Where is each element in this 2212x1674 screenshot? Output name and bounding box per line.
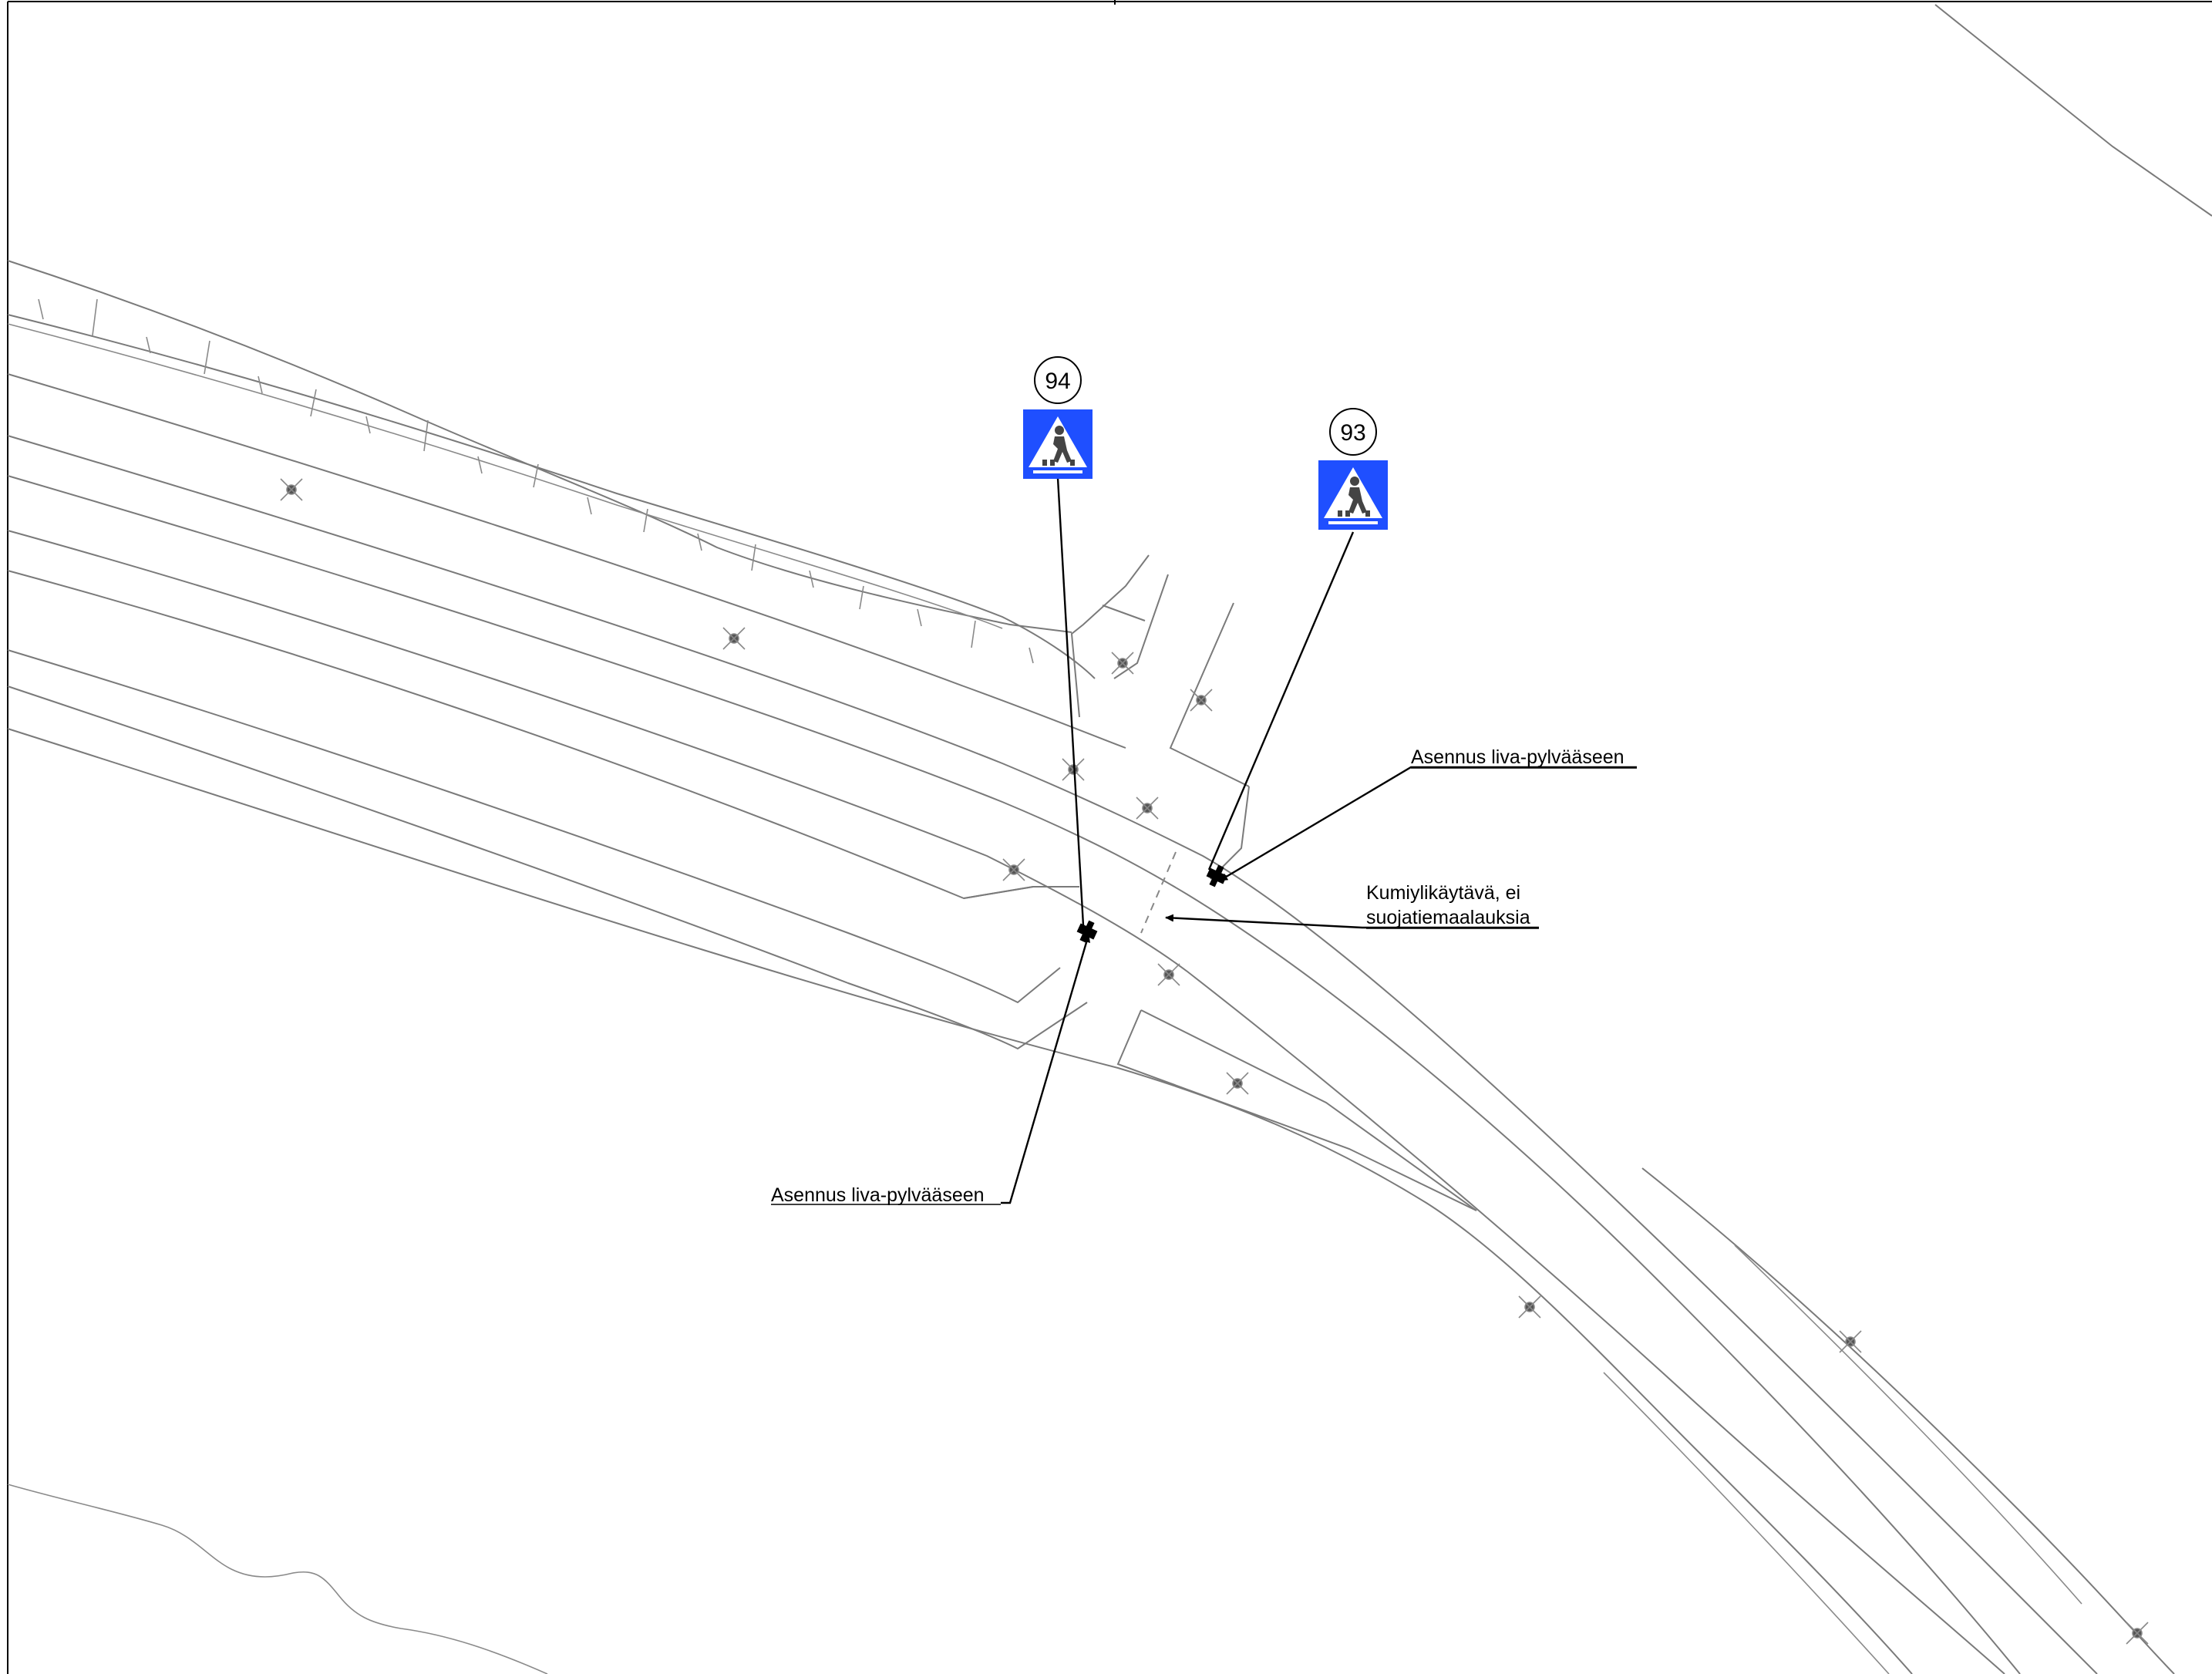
road-geometry [7,4,2212,1674]
pedestrian-crossing-sign-icon [1318,460,1388,530]
crossing-label-line2: suojatiemaalauksia [1366,907,1530,928]
sign-post-icon [1206,864,1227,888]
sign-94: 94 [1023,356,1093,479]
sign-number-badge [1034,356,1082,404]
light-poles [280,478,2149,1645]
mount-label-upper: Asennus liva-pylvääseen [1411,746,1624,768]
crossing-label-line1: Kumiylikäytävä, ei [1366,882,1520,904]
light-pole-icon [1518,1295,1541,1319]
light-pole-icon [1190,689,1213,712]
light-pole-icon [2126,1622,2149,1645]
annotations: Asennus liva-pylvääseen Asennus liva-pyl… [771,746,1637,1206]
light-pole-icon [280,478,303,501]
sign-93: 93 [1318,408,1388,530]
mount-label-lower: Asennus liva-pylvääseen [771,1184,985,1206]
light-pole-icon [1226,1072,1249,1095]
leader-lines [1001,477,1637,1204]
pedestrian-crossing-sign-icon [1023,409,1093,479]
light-pole-icon [722,627,746,650]
sheet-border [7,0,2212,1674]
sign-number-badge [1329,408,1377,456]
fence-ticks [38,298,1034,664]
light-pole-icon [1157,963,1180,986]
light-pole-icon [1839,1330,1862,1353]
light-pole-icon [1136,797,1159,820]
light-pole-icon [1002,858,1025,881]
light-pole-icon [1111,652,1134,675]
sign-number: 93 [1340,420,1365,446]
sign-number: 94 [1045,369,1070,394]
